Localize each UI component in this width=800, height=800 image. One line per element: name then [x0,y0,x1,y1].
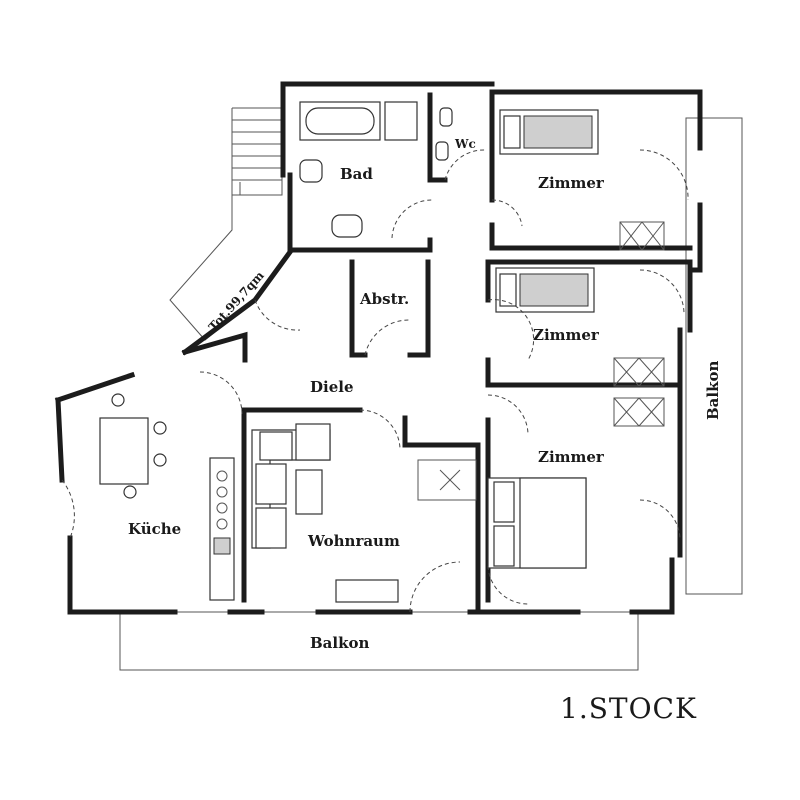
wc-sink [435,141,449,161]
dining-table [99,393,167,499]
bed-zimmer-1 [499,109,599,155]
room-label-diele: Diele [310,378,354,396]
coffee-table [295,469,323,515]
room-label-kueche: Küche [128,520,181,538]
bath-sink [331,214,363,238]
room-label-balkon-south: Balkon [310,634,369,652]
room-label-wc: Wc [454,137,476,151]
tv-cabinet [335,579,399,603]
wc-toilet [439,107,453,127]
room-label-zimmer-2: Zimmer [533,326,600,344]
bed-zimmer-2 [495,267,595,313]
room-label-zimmer-1: Zimmer [538,174,605,192]
shower [417,459,477,501]
wardrobe-zimmer-1 [619,221,665,251]
balcony-east [685,117,743,595]
wardrobe-zimmer-2 [613,357,665,387]
wardrobe-zimmer-3 [613,397,665,427]
room-label-zimmer-3: Zimmer [538,448,605,466]
doors [61,149,689,613]
total-area-label: Tot.99,7qm [206,268,267,334]
bed-zimmer-3 [487,477,587,569]
room-label-abstr: Abstr. [359,290,409,308]
room-label-bad: Bad [340,165,373,183]
floor-title: 1.STOCK [560,692,697,725]
walls [54,81,703,615]
kitchen-counter [209,457,235,601]
sofa [251,423,331,549]
bathtub [299,101,418,141]
balcony-south [119,611,639,671]
room-label-wohnraum: Wohnraum [307,532,400,550]
bath-toilet [299,159,323,183]
room-label-balkon-east: Balkon [704,361,722,420]
